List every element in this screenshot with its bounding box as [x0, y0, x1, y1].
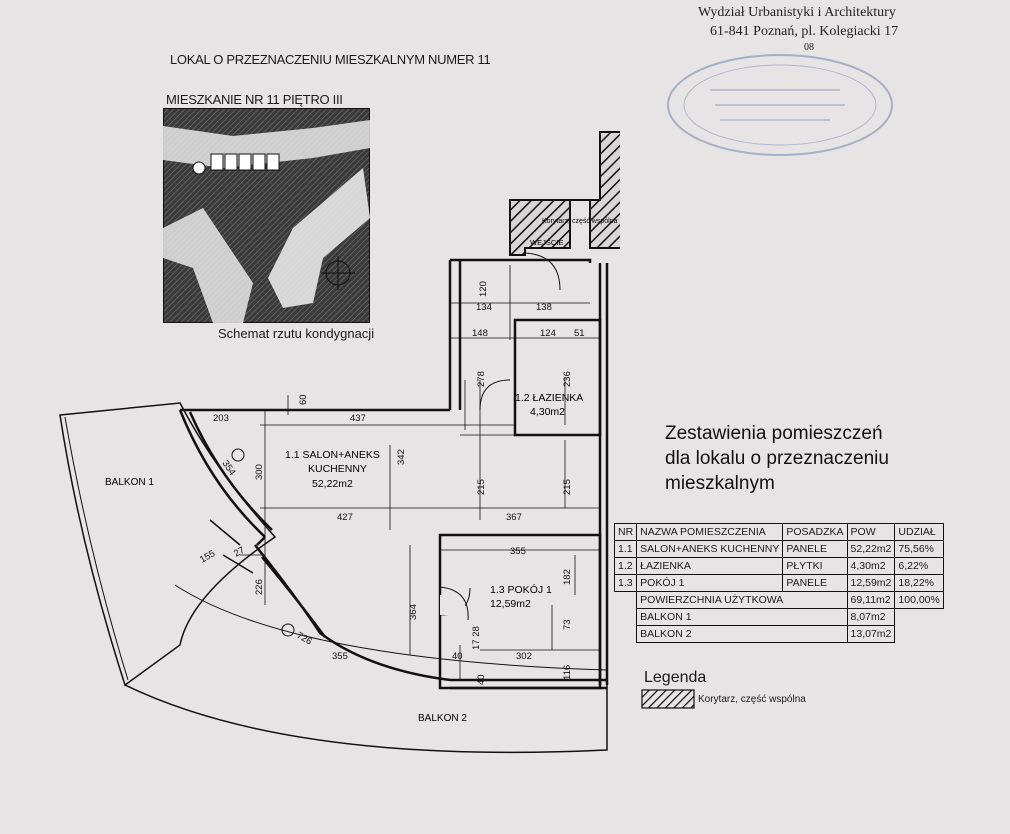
dimension: 120 — [478, 281, 489, 297]
dimension: 364 — [408, 604, 419, 620]
table-row: 1.3 POKÓJ 1 PANELE 12,59m2 18,22% — [613, 574, 944, 592]
balcony-2-label: BALKON 2 — [418, 713, 467, 724]
dimension: 27 — [232, 545, 247, 560]
table-balcony-row: BALKON 2 13,07m2 — [615, 625, 944, 643]
table-cell: 1.3 — [613, 574, 638, 592]
table-cell: 69,11m2 — [846, 591, 896, 609]
table-cell: PANELE — [782, 540, 848, 558]
summary-title-line2: dla lokalu o przeznaczeniu — [665, 448, 889, 469]
column-header: NR — [613, 523, 638, 541]
table-balcony-row: BALKON 1 8,07m2 — [615, 608, 944, 626]
dimension: 342 — [396, 449, 407, 465]
table-cell: 8,07m2 — [846, 608, 896, 626]
room-1-name-line2: KUCHENNY — [308, 463, 367, 475]
dimension: 427 — [337, 512, 353, 523]
table-cell: PŁYTKI — [782, 557, 848, 575]
room-3-name: 1.3 POKÓJ 1 — [490, 583, 552, 596]
room-1-area: 52,22m2 — [312, 478, 353, 490]
dimension: 17 28 — [471, 626, 482, 650]
dimension: 726 — [295, 630, 314, 647]
legend-title: Legenda — [644, 669, 707, 686]
table-cell: 4,30m2 — [846, 557, 896, 575]
dimension: 367 — [506, 512, 522, 523]
dimension: 182 — [562, 569, 573, 585]
dimension: 226 — [254, 579, 265, 595]
dimension: 215 — [562, 479, 573, 495]
dimension: 236 — [562, 371, 573, 387]
legend-item-label: Korytarz, część wspólna — [698, 694, 806, 705]
dimension: 354 — [220, 458, 238, 477]
stamp-address-line2: 61-841 Poznań, pl. Kolegiacki 17 — [710, 24, 899, 39]
table-cell: 75,56% — [894, 540, 944, 558]
balcony-1-outline — [59, 402, 277, 687]
dimension: 437 — [350, 413, 366, 424]
dimension: 116 — [562, 665, 573, 680]
map-caption: Schemat rzutu kondygnacji — [218, 326, 375, 341]
location-map — [163, 108, 370, 323]
stamp-address-line1: Wydział Urbanistyki i Architektury — [698, 5, 896, 20]
table-cell: 1.2 — [613, 557, 638, 575]
table-cell: 13,07m2 — [846, 625, 896, 643]
document-title: LOKAL O PRZEZNACZENIU MIESZKALNYM NUMER … — [170, 52, 491, 67]
table-cell: BALKON 1 — [636, 608, 848, 626]
table-cell: SALON+ANEKS KUCHENNY — [636, 540, 784, 558]
dimension: 355 — [510, 546, 526, 557]
dimension: 302 — [516, 651, 532, 662]
corridor-label: Korytarz, część wspólna — [542, 218, 618, 225]
dimension: 155 — [198, 548, 217, 565]
table-cell: 52,22m2 — [846, 540, 896, 558]
table-cell: 100,00% — [894, 591, 944, 609]
table-cell: POWIERZCHNIA UŻYTKOWA — [636, 591, 848, 609]
table-cell: ŁAZIENKA — [636, 557, 784, 575]
apartment-walls — [178, 258, 609, 690]
dimension: 60 — [298, 394, 309, 405]
dimension: 51 — [574, 328, 585, 339]
room-2-name: 1.2 ŁAZIENKA — [515, 392, 583, 404]
dimension: 300 — [254, 464, 265, 480]
table-cell: 12,59m2 — [846, 574, 896, 592]
dimension: 124 — [540, 328, 556, 339]
summary-title-line3: mieszkalnym — [665, 473, 775, 494]
dimension: 355 — [332, 651, 348, 662]
column-header: NAZWA POMIESZCZENIA — [636, 523, 784, 541]
column-header: UDZIAŁ — [894, 523, 944, 541]
dimension: 215 — [476, 479, 487, 495]
column-header: POW — [846, 523, 896, 541]
dimension: 73 — [562, 619, 573, 630]
table-total-row: POWIERZCHNIA UŻYTKOWA 69,11m2 100,00% — [615, 591, 944, 609]
column-header: POSADZKA — [782, 523, 848, 541]
room-2-area: 4,30m2 — [530, 406, 565, 418]
dimension: 203 — [213, 413, 229, 424]
table-row: 1.2 ŁAZIENKA PŁYTKI 4,30m2 6,22% — [613, 557, 944, 575]
document-subtitle: MIESZKANIE NR 11 PIĘTRO III — [166, 92, 343, 107]
table-row: 1.1 SALON+ANEKS KUCHENNY PANELE 52,22m2 … — [613, 540, 944, 558]
table-cell: BALKON 2 — [636, 625, 848, 643]
table-cell: 18,22% — [894, 574, 944, 592]
official-stamp-seal — [667, 54, 893, 156]
floor-plan: Korytarz, część wspólna WEJŚCIE — [59, 131, 620, 754]
table-cell: 6,22% — [894, 557, 944, 575]
room-1-name: 1.1 SALON+ANEKS — [285, 449, 380, 461]
table-cell: 1.1 — [613, 540, 638, 558]
table-cell: POKÓJ 1 — [636, 574, 784, 592]
balcony-1-label: BALKON 1 — [105, 477, 154, 488]
dimension: 148 — [472, 328, 488, 339]
balcony-2-outline — [124, 584, 608, 754]
entrance-label: WEJŚCIE — [530, 238, 563, 247]
table-cell: PANELE — [782, 574, 848, 592]
dimension: 278 — [476, 371, 487, 387]
stamp-mark: 08 — [804, 42, 814, 53]
dimension: 138 — [536, 302, 552, 313]
room-3-area: 12,59m2 — [490, 598, 531, 610]
dimension: 40 — [476, 674, 487, 685]
summary-title-line1: Zestawienia pomieszczeń — [665, 423, 883, 444]
hatch-swatch-icon — [641, 689, 695, 709]
common-corridor — [509, 131, 620, 256]
dimension: 40 — [452, 651, 463, 662]
rooms-summary-table: NR NAZWA POMIESZCZENIA POSADZKA POW UDZI… — [613, 523, 944, 643]
table-header-row: NR NAZWA POMIESZCZENIA POSADZKA POW UDZI… — [613, 523, 944, 541]
dimension: 134 — [476, 302, 492, 313]
